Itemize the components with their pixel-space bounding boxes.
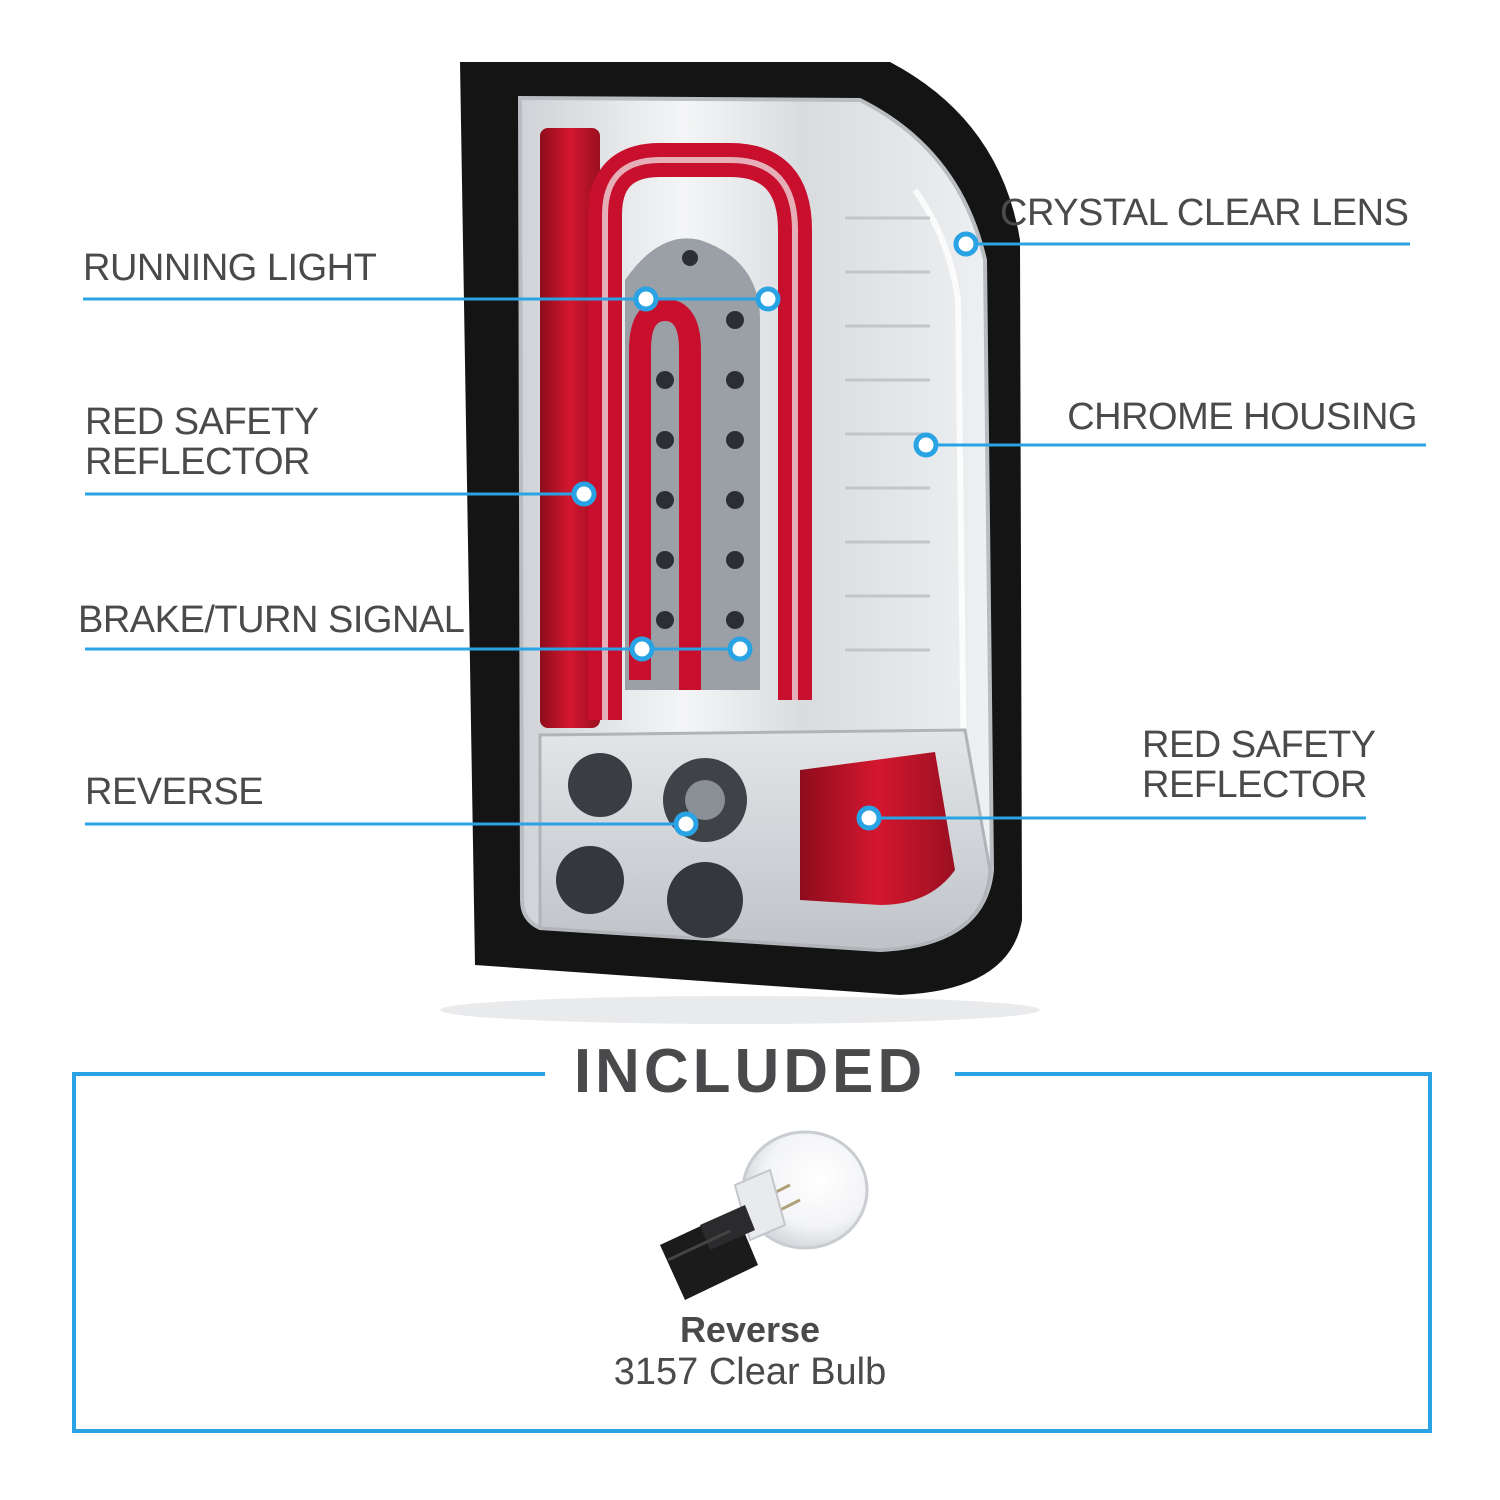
dot-brake-turn-2 [727, 636, 753, 662]
callout-brake-turn-signal: BRAKE/TURN SIGNAL [78, 599, 465, 641]
dot-brake-turn-1 [629, 636, 655, 662]
callout-chrome-housing: CHROME HOUSING [1067, 396, 1417, 438]
reverse-bulbs [556, 753, 747, 938]
callout-reverse: REVERSE [85, 771, 264, 813]
callout-crystal-clear-lens: CRYSTAL CLEAR LENS [1000, 192, 1409, 234]
bulb-3157-image [660, 1130, 869, 1300]
callout-red-safety-reflector-left-line2: REFLECTOR [85, 441, 310, 483]
callout-red-safety-reflector-left-line1: RED SAFETY [85, 401, 319, 443]
bulb-name: Reverse [679, 1309, 821, 1350]
callout-red-safety-reflector-right-line2: REFLECTOR [1142, 764, 1367, 806]
callout-red-safety-reflector-right-line1: RED SAFETY [1142, 724, 1376, 766]
leader-lines [83, 231, 1426, 837]
dot-red-reflector-left [571, 481, 597, 507]
dot-crystal-clear-lens [953, 231, 979, 257]
dot-reverse [673, 811, 699, 837]
dot-red-reflector-right [856, 805, 882, 831]
tail-light-illustration [440, 62, 1040, 1024]
included-title: INCLUDED [545, 1036, 955, 1108]
dot-running-light-1 [633, 286, 659, 312]
dot-chrome-housing [913, 432, 939, 458]
red-reflector-right [800, 752, 955, 905]
bulb-spec: 3157 Clear Bulb [613, 1351, 887, 1393]
callout-running-light: RUNNING LIGHT [83, 247, 377, 289]
dot-running-light-2 [755, 286, 781, 312]
red-reflector-left [540, 128, 600, 728]
